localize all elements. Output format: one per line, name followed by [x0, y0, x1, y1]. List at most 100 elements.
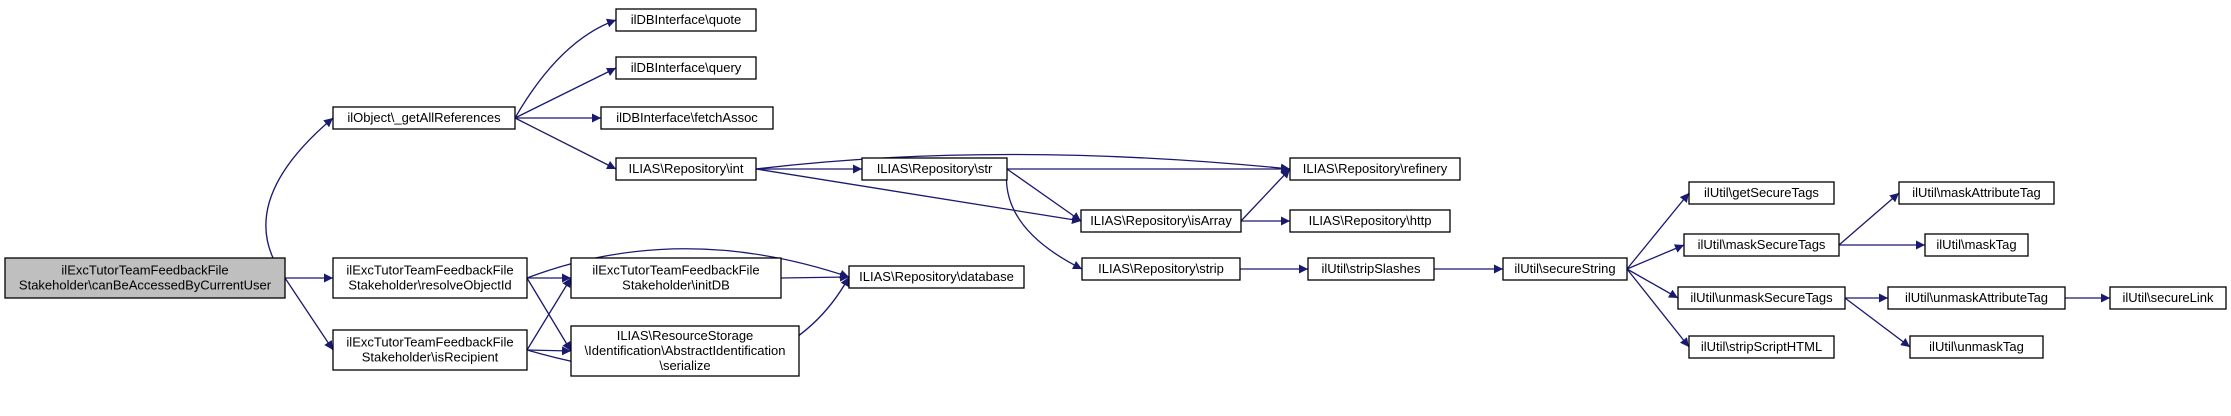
- node-isArray[interactable]: ILIAS\Repository\isArray: [1080, 209, 1242, 233]
- node-box: [1502, 257, 1628, 281]
- node-label: ilUtil\maskSecureTags: [1698, 237, 1826, 252]
- nodes: ilExcTutorTeamFeedbackFileStakeholder\ca…: [4, 8, 2227, 377]
- node-box: [2109, 286, 2227, 310]
- node-label: ilExcTutorTeamFeedbackFile: [592, 263, 759, 278]
- node-box: [861, 157, 1008, 181]
- edge-secureString-to-stripScriptHTML: [1626, 268, 1690, 348]
- edge-initDB-to-database: [780, 272, 850, 282]
- node-box: [4, 257, 286, 299]
- node-box: [1289, 209, 1451, 233]
- node-root[interactable]: ilExcTutorTeamFeedbackFileStakeholder\ca…: [4, 257, 286, 299]
- edge-secureString-to-getSecureTags: [1626, 192, 1690, 270]
- node-box: [1688, 335, 1835, 359]
- edges: [265, 18, 2110, 374]
- node-getSecureTags[interactable]: ilUtil\getSecureTags: [1688, 181, 1835, 205]
- node-label: Stakeholder\initDB: [622, 278, 730, 293]
- node-label: ilExcTutorTeamFeedbackFile: [346, 263, 513, 278]
- node-box: [1081, 257, 1241, 281]
- node-box: [1307, 257, 1435, 281]
- node-database[interactable]: ILIAS\Repository\database: [848, 265, 1025, 289]
- node-label: ILIAS\ResourceStorage: [617, 328, 754, 343]
- node-box: [1289, 157, 1461, 181]
- node-label: ILIAS\Repository\int: [629, 161, 744, 176]
- edge-getAllReferences-to-quote: [514, 18, 617, 119]
- node-label: ilDBInterface\query: [631, 60, 742, 75]
- edge-secureString-to-maskSecureTags: [1626, 244, 1685, 270]
- node-box: [332, 257, 528, 299]
- node-unmaskTag[interactable]: ilUtil\unmaskTag: [1909, 335, 2044, 359]
- node-secureLink[interactable]: ilUtil\secureLink: [2109, 286, 2227, 310]
- edge-int-to-isArray: [755, 168, 1082, 225]
- edge-str-to-strip: [1005, 168, 1083, 270]
- node-label: ilUtil\unmaskTag: [1929, 339, 2024, 354]
- node-label: ilUtil\maskTag: [1936, 237, 2016, 252]
- node-label: ILIAS\Repository\strip: [1098, 261, 1224, 276]
- node-unmaskAttributeTag[interactable]: ilUtil\unmaskAttributeTag: [1887, 286, 2066, 310]
- edge-maskSecureTags-to-maskAttributeTag: [1838, 192, 1900, 246]
- node-label: \serialize: [659, 358, 710, 373]
- node-label: ilExcTutorTeamFeedbackFile: [61, 263, 228, 278]
- node-box: [1677, 286, 1846, 310]
- node-box: [1080, 209, 1242, 233]
- node-label: ilUtil\unmaskAttributeTag: [1905, 290, 2048, 305]
- node-label: ilExcTutorTeamFeedbackFile: [346, 335, 513, 350]
- node-label: Stakeholder\resolveObjectId: [348, 278, 511, 293]
- node-int[interactable]: ILIAS\Repository\int: [615, 157, 757, 181]
- node-box: [615, 56, 757, 80]
- node-http[interactable]: ILIAS\Repository\http: [1289, 209, 1451, 233]
- edge-int-to-refinery: [755, 153, 1291, 173]
- node-serialize[interactable]: ILIAS\ResourceStorage\Identification\Abs…: [570, 325, 800, 377]
- node-box: [1909, 335, 2044, 359]
- node-maskAttributeTag[interactable]: ilUtil\maskAttributeTag: [1898, 181, 2055, 205]
- node-box: [615, 157, 757, 181]
- node-str[interactable]: ILIAS\Repository\str: [861, 157, 1008, 181]
- node-label: ILIAS\Repository\str: [877, 161, 993, 176]
- node-quote[interactable]: ilDBInterface\quote: [615, 8, 757, 32]
- edge-secureString-to-unmaskSecureTags: [1626, 268, 1679, 299]
- edge-isRecipient-to-serialize: [526, 346, 572, 356]
- node-label: ILIAS\Repository\http: [1309, 213, 1432, 228]
- node-maskSecureTags[interactable]: ilUtil\maskSecureTags: [1683, 233, 1840, 257]
- node-box: [615, 8, 757, 32]
- node-getAllReferences[interactable]: ilObject\_getAllReferences: [332, 106, 516, 130]
- node-box: [332, 106, 516, 130]
- node-label: Stakeholder\canBeAccessedByCurrentUser: [19, 278, 272, 293]
- node-box: [570, 257, 782, 299]
- node-label: Stakeholder\isRecipient: [362, 350, 499, 365]
- node-initDB[interactable]: ilExcTutorTeamFeedbackFileStakeholder\in…: [570, 257, 782, 299]
- edge-root-to-isRecipient: [284, 277, 334, 351]
- node-secureString[interactable]: ilUtil\secureString: [1502, 257, 1628, 281]
- node-resolveObjectId[interactable]: ilExcTutorTeamFeedbackFileStakeholder\re…: [332, 257, 528, 299]
- node-maskTag[interactable]: ilUtil\maskTag: [1924, 233, 2029, 257]
- node-label: ilUtil\stripScriptHTML: [1701, 339, 1822, 354]
- node-strip[interactable]: ILIAS\Repository\strip: [1081, 257, 1241, 281]
- node-query[interactable]: ilDBInterface\query: [615, 56, 757, 80]
- node-fetchAssoc[interactable]: ilDBInterface\fetchAssoc: [600, 106, 774, 130]
- edge-isArray-to-refinery: [1240, 168, 1291, 222]
- edge-getAllReferences-to-query: [514, 67, 617, 119]
- node-box: [1683, 233, 1840, 257]
- node-unmaskSecureTags[interactable]: ilUtil\unmaskSecureTags: [1677, 286, 1846, 310]
- node-stripSlashes[interactable]: ilUtil\stripSlashes: [1307, 257, 1435, 281]
- node-label: ilObject\_getAllReferences: [347, 110, 501, 125]
- node-label: ilUtil\secureString: [1514, 261, 1615, 276]
- edge-getAllReferences-to-int: [514, 117, 617, 170]
- node-label: ilUtil\getSecureTags: [1704, 185, 1819, 200]
- node-label: ILIAS\Repository\database: [859, 269, 1014, 284]
- node-box: [848, 265, 1025, 289]
- node-label: ilUtil\maskAttributeTag: [1912, 185, 2041, 200]
- node-stripScriptHTML[interactable]: ilUtil\stripScriptHTML: [1688, 335, 1835, 359]
- node-label: ILIAS\Repository\refinery: [1303, 161, 1448, 176]
- node-box: [600, 106, 774, 130]
- edge-str-to-isArray: [1006, 168, 1082, 222]
- edge-resolveObjectId-to-database: [526, 248, 850, 279]
- edge-root-to-getAllReferences: [265, 117, 334, 279]
- node-label: ILIAS\Repository\isArray: [1090, 213, 1232, 228]
- node-refinery[interactable]: ILIAS\Repository\refinery: [1289, 157, 1461, 181]
- node-isRecipient[interactable]: ilExcTutorTeamFeedbackFileStakeholder\is…: [332, 329, 528, 371]
- node-label: ilDBInterface\quote: [631, 12, 742, 27]
- edge-unmaskSecureTags-to-unmaskTag: [1844, 297, 1911, 348]
- node-box: [1898, 181, 2055, 205]
- node-label: ilUtil\stripSlashes: [1322, 261, 1421, 276]
